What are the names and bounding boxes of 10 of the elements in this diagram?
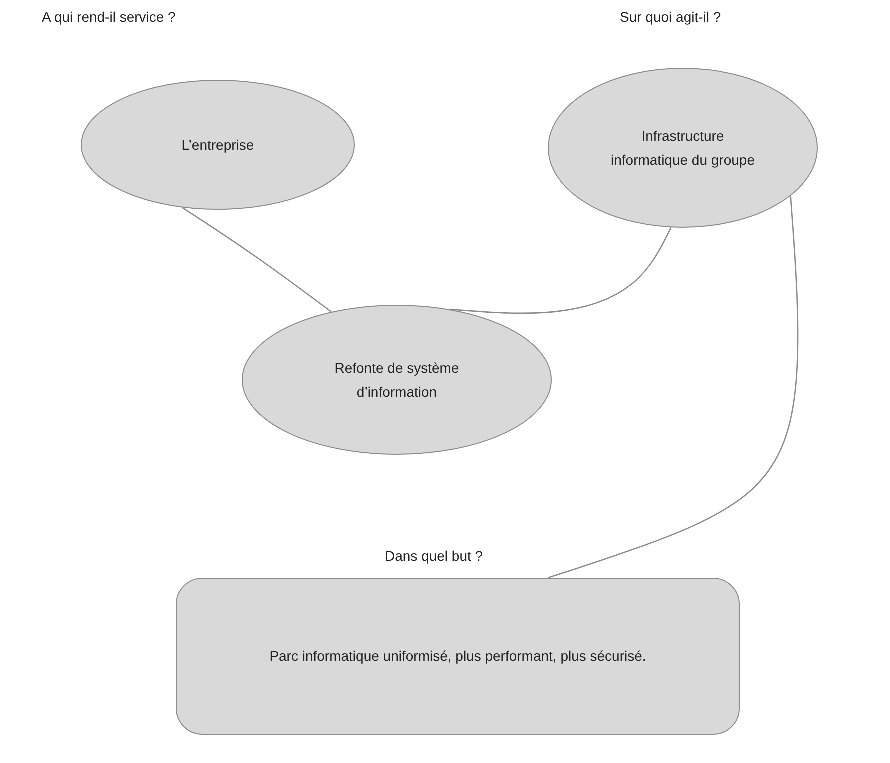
connector-line [450, 227, 672, 314]
node-text: Parc informatique uniformisé, plus performant, plus sécurisé. [268, 647, 648, 666]
question-heading: Dans quel but ? [385, 548, 484, 564]
question-heading: A qui rend-il service ? [42, 9, 176, 25]
connector-line [548, 196, 799, 579]
node-text: L’entreprise [180, 136, 256, 155]
connector-line [182, 207, 332, 313]
node-text: Refonte de système d’information [334, 358, 460, 402]
question-heading: Sur quoi agit-il ? [620, 9, 722, 25]
node-text: Infrastructure informatique du groupe [610, 126, 756, 170]
